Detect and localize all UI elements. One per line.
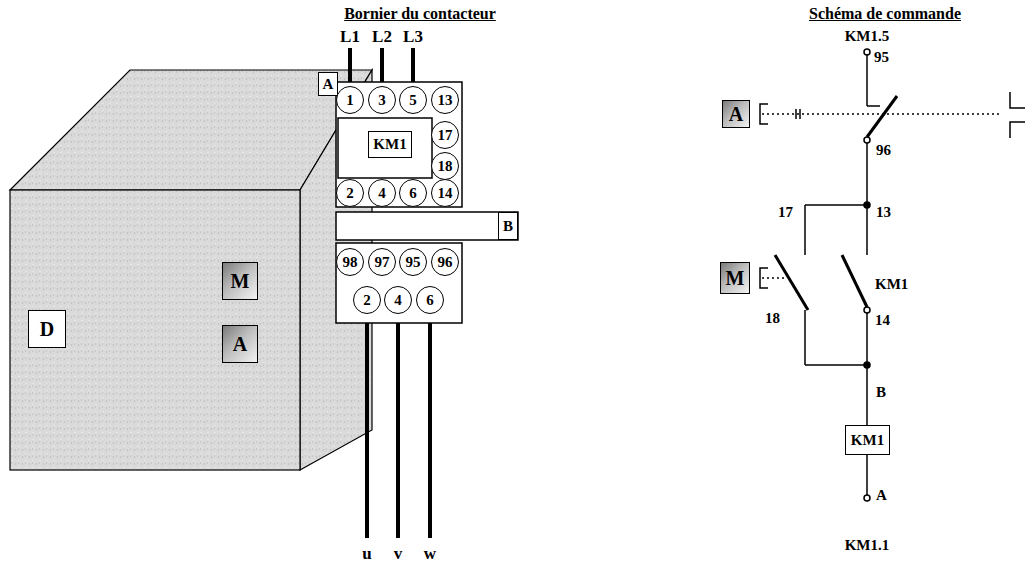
- node-text: D: [40, 319, 54, 339]
- push-button: A: [722, 100, 750, 128]
- enclosure-housing: [10, 70, 372, 470]
- label-text: L3: [403, 27, 423, 46]
- phase-label: L2: [372, 28, 392, 45]
- label-text: KM1: [875, 276, 908, 292]
- node-text: 18: [438, 159, 453, 174]
- node-text: M: [726, 268, 745, 288]
- section-title: Schéma de commande: [809, 6, 961, 22]
- terminal-circle: 18: [431, 152, 459, 180]
- terminal-circle: 6: [416, 286, 444, 314]
- node-text: 95: [406, 255, 421, 270]
- node-text: KM1: [851, 433, 884, 448]
- phase-label: L3: [403, 28, 423, 45]
- terminal-circle: 4: [384, 286, 412, 314]
- phase-label: v: [394, 545, 403, 562]
- selector-box: D: [28, 310, 66, 348]
- label-text: Bornier du contacteur: [344, 5, 496, 22]
- node-text: 96: [438, 255, 453, 270]
- terminal-label: 18: [765, 311, 780, 326]
- node-text: 14: [438, 186, 453, 201]
- terminal-label: KM1.5: [845, 29, 890, 44]
- terminal-circle: 17: [431, 121, 459, 149]
- terminal-label: 17: [778, 205, 793, 220]
- node-text: 5: [409, 93, 417, 108]
- node-text: 13: [438, 93, 453, 108]
- push-button: A: [222, 325, 258, 363]
- terminal-circle: 5: [399, 86, 427, 114]
- node-text: A: [323, 77, 334, 92]
- node-text: 1: [346, 93, 354, 108]
- contact-label: KM1: [875, 277, 908, 292]
- label-text: Schéma de commande: [809, 5, 961, 22]
- node-text: B: [503, 219, 513, 234]
- terminal-circle: 4: [368, 179, 396, 207]
- terminal-tag: A: [318, 72, 338, 96]
- label-text: 96: [876, 142, 891, 158]
- terminal-circle: 95: [399, 248, 427, 276]
- terminal-circle: 13: [431, 86, 459, 114]
- terminal-label: 96: [876, 143, 891, 158]
- terminal-label: A: [876, 488, 887, 503]
- label-text: 14: [875, 312, 890, 328]
- label-text: A: [876, 487, 887, 503]
- terminal-circle: 6: [399, 179, 427, 207]
- terminal-circle: 14: [431, 179, 459, 207]
- phase-label: u: [362, 545, 371, 562]
- push-button: M: [222, 262, 258, 300]
- motor-wires: [367, 323, 430, 538]
- terminal-circle: 1: [336, 86, 364, 114]
- coil-box: KM1: [845, 425, 890, 455]
- label-text: L1: [340, 27, 360, 46]
- label-text: L2: [372, 27, 392, 46]
- node-text: 2: [363, 293, 371, 308]
- node-text: 6: [409, 186, 417, 201]
- phase-label: L1: [340, 28, 360, 45]
- label-text: 18: [765, 310, 780, 326]
- terminal-circle: 98: [336, 248, 364, 276]
- terminal-circle: 2: [336, 179, 364, 207]
- push-button: M: [720, 262, 750, 294]
- node-text: 17: [438, 128, 453, 143]
- label-text: KM1.1: [845, 537, 890, 553]
- terminal-label: 95: [874, 50, 889, 65]
- terminal-label: 13: [876, 205, 891, 220]
- label-text: u: [362, 544, 371, 563]
- terminal-circle: 2: [353, 286, 381, 314]
- node-text: 97: [375, 255, 390, 270]
- phase-label: w: [424, 545, 436, 562]
- terminal-circle: 3: [368, 86, 396, 114]
- terminal-circle: 96: [431, 248, 459, 276]
- label-text: 13: [876, 204, 891, 220]
- label-text: v: [394, 544, 403, 563]
- node-text: 3: [378, 93, 386, 108]
- label-text: B: [876, 384, 886, 400]
- node-text: 6: [426, 293, 434, 308]
- node-text: A: [729, 104, 743, 124]
- contactor-body: [336, 82, 518, 323]
- terminal-tag: B: [498, 212, 518, 240]
- label-text: 17: [778, 204, 793, 220]
- node-text: 4: [394, 293, 402, 308]
- node-text: 2: [346, 186, 354, 201]
- node-text: KM1: [373, 137, 406, 152]
- label-text: w: [424, 544, 436, 563]
- node-text: M: [231, 271, 250, 291]
- label-text: KM1.5: [845, 28, 890, 44]
- label-text: 95: [874, 49, 889, 65]
- terminal-circle: 97: [368, 248, 396, 276]
- node-text: 4: [378, 186, 386, 201]
- terminal-label: KM1.1: [845, 538, 890, 553]
- control-schematic: [760, 49, 1025, 501]
- node-text: 98: [343, 255, 358, 270]
- terminal-label: 14: [875, 313, 890, 328]
- node-text: A: [233, 334, 247, 354]
- terminal-label: B: [876, 385, 886, 400]
- contactor-tag: KM1: [368, 131, 412, 158]
- section-title: Bornier du contacteur: [344, 6, 496, 22]
